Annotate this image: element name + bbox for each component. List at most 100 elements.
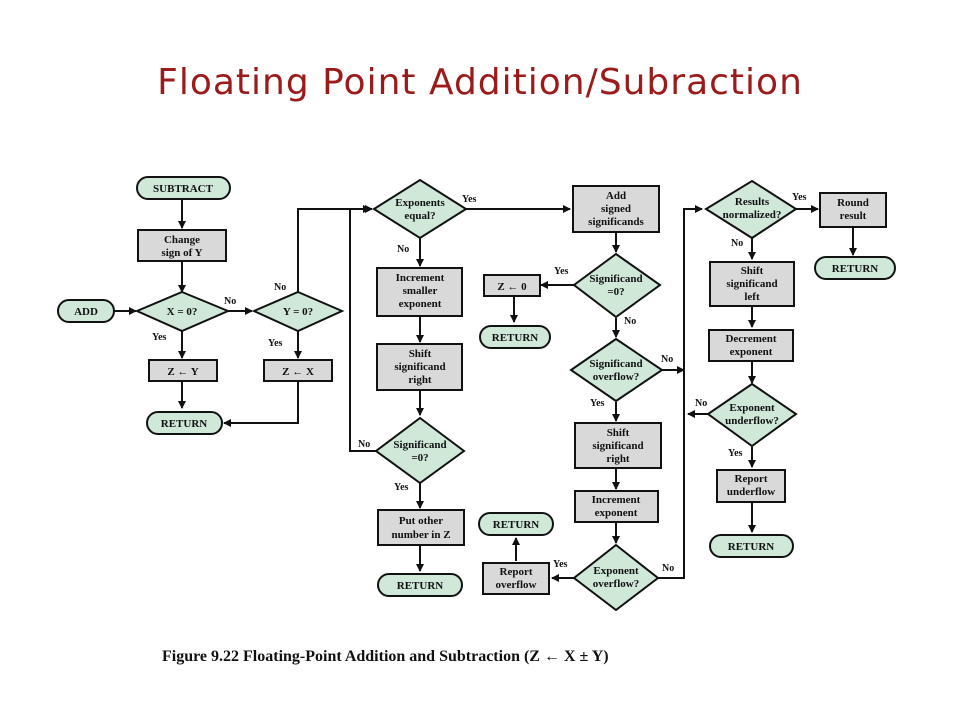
svg-text:Change: Change bbox=[164, 234, 200, 246]
label-no: No bbox=[661, 354, 673, 365]
svg-text:Increment: Increment bbox=[592, 494, 641, 506]
label-yes: Yes bbox=[152, 332, 167, 343]
svg-text:Report: Report bbox=[500, 566, 533, 578]
box-increment-smaller-exponent: Increment smaller exponent bbox=[376, 267, 463, 317]
svg-text:smaller: smaller bbox=[403, 285, 438, 297]
box-z-gets-zero: Z ← 0 bbox=[483, 274, 541, 297]
box-shift-significand-right-b: Shift significand right bbox=[574, 422, 662, 469]
decision-exponent-overflow: Exponent overflow? bbox=[572, 543, 660, 612]
label-yes: Yes bbox=[792, 192, 807, 203]
terminal-return-1: RETURN bbox=[146, 411, 223, 435]
label-yes: Yes bbox=[268, 338, 283, 349]
svg-text:significand: significand bbox=[726, 278, 777, 290]
decision-results-normalized: Results normalized? bbox=[704, 179, 798, 240]
label-no: No bbox=[224, 296, 236, 307]
page-title: Floating Point Addition/Subraction bbox=[157, 62, 803, 103]
label-no: No bbox=[358, 439, 370, 450]
box-put-other-number: Put other number in Z bbox=[377, 509, 465, 546]
terminal-return-4: RETURN bbox=[478, 512, 554, 536]
svg-text:RETURN: RETURN bbox=[397, 580, 444, 592]
edge-labels: No Yes No Yes Yes No No Yes Yes No No Ye… bbox=[152, 192, 807, 574]
box-z-gets-x: Z ← X bbox=[263, 359, 333, 382]
svg-text:Significand: Significand bbox=[393, 439, 446, 451]
figure-caption: Figure 9.22 Floating-Point Addition and … bbox=[162, 648, 609, 665]
svg-text:Z ← X: Z ← X bbox=[282, 366, 314, 378]
svg-text:overflow?: overflow? bbox=[593, 578, 639, 590]
svg-text:Round: Round bbox=[837, 197, 869, 209]
svg-text:Exponent: Exponent bbox=[729, 402, 775, 414]
svg-text:RETURN: RETURN bbox=[832, 263, 879, 275]
terminal-return-5: RETURN bbox=[814, 256, 896, 280]
svg-text:Significand: Significand bbox=[589, 273, 642, 285]
svg-text:Results: Results bbox=[735, 196, 770, 208]
box-decrement-exponent: Decrement exponent bbox=[708, 329, 794, 362]
svg-text:Increment: Increment bbox=[396, 272, 445, 284]
svg-text:RETURN: RETURN bbox=[728, 541, 775, 553]
svg-text:sign of Y: sign of Y bbox=[161, 247, 202, 259]
box-increment-exponent: Increment exponent bbox=[574, 490, 659, 523]
label-yes: Yes bbox=[728, 448, 743, 459]
svg-text:Put other: Put other bbox=[399, 515, 443, 527]
svg-text:left: left bbox=[744, 291, 760, 303]
svg-text:underflow?: underflow? bbox=[725, 415, 779, 427]
box-round-result: Round result bbox=[819, 192, 887, 228]
svg-text:Decrement: Decrement bbox=[725, 333, 776, 345]
svg-text:exponent: exponent bbox=[399, 298, 442, 310]
svg-text:underflow: underflow bbox=[727, 486, 775, 498]
svg-text:overflow: overflow bbox=[496, 579, 537, 591]
svg-text:exponent: exponent bbox=[595, 507, 638, 519]
svg-text:equal?: equal? bbox=[404, 210, 435, 222]
svg-text:significand: significand bbox=[394, 361, 445, 373]
svg-text:Shift: Shift bbox=[409, 348, 432, 360]
terminal-add: ADD bbox=[57, 299, 115, 323]
svg-text:Significand: Significand bbox=[589, 358, 642, 370]
svg-text:=0?: =0? bbox=[607, 286, 624, 298]
svg-text:RETURN: RETURN bbox=[493, 519, 540, 531]
svg-text:Add: Add bbox=[606, 190, 626, 202]
label-yes: Yes bbox=[553, 559, 568, 570]
svg-text:ADD: ADD bbox=[74, 306, 98, 318]
decision-significand-zero-b: Significand =0? bbox=[572, 252, 662, 319]
terminal-return-2: RETURN bbox=[377, 573, 463, 597]
svg-text:significand: significand bbox=[592, 440, 643, 452]
label-no: No bbox=[695, 398, 707, 409]
svg-text:=0?: =0? bbox=[411, 452, 428, 464]
terminal-return-3: RETURN bbox=[479, 325, 551, 349]
decision-significand-overflow: Significand overflow? bbox=[569, 337, 664, 403]
label-yes: Yes bbox=[462, 194, 477, 205]
svg-text:RETURN: RETURN bbox=[492, 332, 539, 344]
svg-text:exponent: exponent bbox=[730, 346, 773, 358]
label-no: No bbox=[662, 563, 674, 574]
box-report-overflow: Report overflow bbox=[482, 562, 550, 595]
box-change-sign: Change sign of Y bbox=[137, 229, 227, 262]
box-report-underflow: Report underflow bbox=[716, 469, 786, 503]
label-no: No bbox=[397, 244, 409, 255]
svg-text:Exponents: Exponents bbox=[395, 197, 445, 209]
box-z-gets-y: Z ← Y bbox=[148, 359, 218, 382]
svg-text:Y = 0?: Y = 0? bbox=[283, 306, 313, 318]
label-yes: Yes bbox=[394, 482, 409, 493]
box-add-signed-significands: Add signed significands bbox=[572, 185, 660, 233]
svg-text:Shift: Shift bbox=[741, 265, 764, 277]
decision-significand-zero-a: Significand =0? bbox=[374, 416, 466, 485]
svg-text:Z ← 0: Z ← 0 bbox=[497, 281, 527, 293]
terminal-subtract: SUBTRACT bbox=[136, 176, 231, 200]
svg-text:signed: signed bbox=[601, 203, 631, 215]
decision-exponents-equal: Exponents equal? bbox=[372, 178, 468, 240]
svg-text:number in Z: number in Z bbox=[391, 529, 450, 541]
svg-text:Shift: Shift bbox=[607, 427, 630, 439]
svg-text:right: right bbox=[408, 374, 432, 386]
decision-y-zero: Y = 0? bbox=[251, 290, 345, 333]
label-yes: Yes bbox=[554, 266, 569, 277]
svg-text:SUBTRACT: SUBTRACT bbox=[153, 183, 214, 195]
decision-exponent-underflow: Exponent underflow? bbox=[706, 382, 798, 448]
box-shift-significand-right-a: Shift significand right bbox=[376, 343, 463, 391]
svg-text:Exponent: Exponent bbox=[593, 565, 639, 577]
label-yes: Yes bbox=[590, 398, 605, 409]
label-no: No bbox=[274, 282, 286, 293]
svg-text:Report: Report bbox=[735, 473, 768, 485]
svg-text:RETURN: RETURN bbox=[161, 418, 208, 430]
svg-text:overflow?: overflow? bbox=[593, 371, 639, 383]
svg-text:result: result bbox=[840, 210, 867, 222]
